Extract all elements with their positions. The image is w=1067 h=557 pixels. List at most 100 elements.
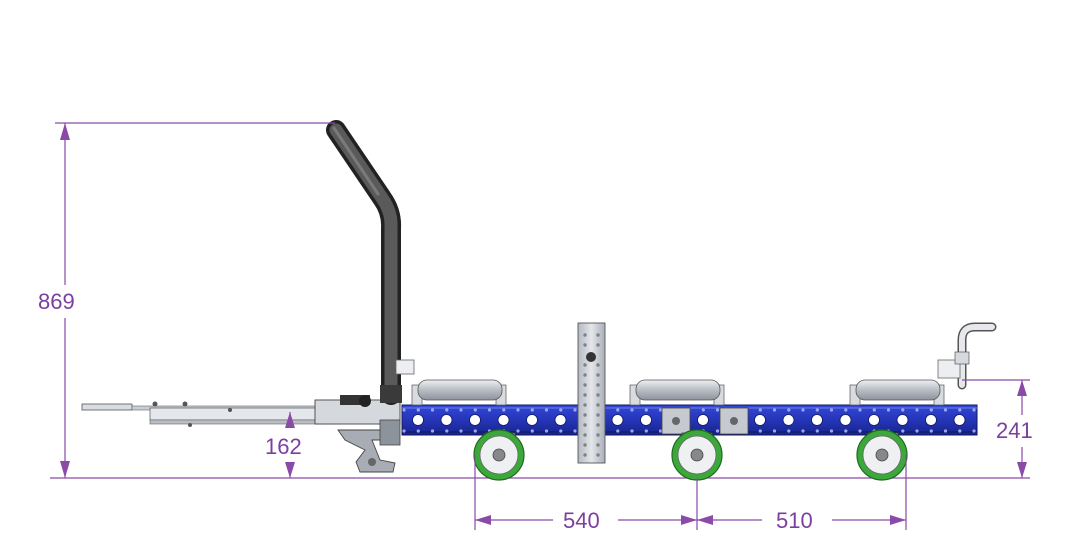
plate-hole <box>596 393 600 397</box>
frame-rivet <box>487 408 492 412</box>
frame-rivet <box>559 408 563 412</box>
frame-rivet <box>616 429 620 433</box>
roller-1 <box>411 379 507 406</box>
plate-hole <box>583 333 587 337</box>
plate-hole <box>583 423 587 427</box>
frame-rivet <box>502 408 506 412</box>
overall-height-label: 869 <box>38 289 75 314</box>
frame-rivet <box>416 429 420 433</box>
frame-rivet <box>644 408 648 412</box>
frame-rivet <box>943 429 948 433</box>
frame-rivet <box>958 429 962 433</box>
frame-rivet <box>858 408 862 412</box>
frame-hole <box>640 414 652 426</box>
frame-rivet <box>829 408 834 412</box>
frame-hole <box>754 414 766 426</box>
frame-rivet <box>829 429 834 433</box>
frame-rivet <box>901 429 905 433</box>
frame-rivet <box>772 408 777 412</box>
frame-hole <box>925 414 937 426</box>
frame-rivet <box>715 408 720 412</box>
plate-hole <box>583 393 587 397</box>
tow-bar-height-label: 162 <box>265 434 302 459</box>
frame-rivet <box>430 408 435 412</box>
center-plate <box>577 322 606 464</box>
frame-height-label: 241 <box>996 418 1033 443</box>
frame-rivet <box>844 408 848 412</box>
frame-rivet <box>858 429 862 433</box>
frame-hole <box>782 414 795 426</box>
plate-hole <box>596 433 600 437</box>
frame-rivet <box>972 429 976 433</box>
frame-hole <box>697 414 709 426</box>
plate-hole <box>596 363 600 367</box>
frame-rivet <box>758 408 762 412</box>
frame-rivet <box>516 408 520 412</box>
plate-hole <box>596 403 600 407</box>
plate-hole <box>596 423 600 427</box>
frame-hole <box>896 414 909 426</box>
frame-rivet <box>573 408 577 412</box>
frame-hole <box>811 414 823 426</box>
frame-rivet <box>787 429 791 433</box>
frame-rivet <box>530 408 534 412</box>
plate-hole <box>596 413 600 417</box>
dimension-overall-height: 869 <box>38 122 335 478</box>
frame-rivet <box>445 408 449 412</box>
plate-hole <box>583 453 587 457</box>
dimension-frame-height: 241 <box>962 379 1033 478</box>
rear-hook <box>937 322 997 390</box>
frame-rivet <box>630 408 634 412</box>
frame-rivet <box>701 408 705 412</box>
frame-rivet <box>815 429 819 433</box>
frame-rivet <box>544 429 549 433</box>
frame-hole <box>611 414 624 426</box>
wheel-front <box>473 429 525 481</box>
plate-hole <box>583 433 587 437</box>
frame-rivet <box>445 429 449 433</box>
plate-holes <box>583 333 600 457</box>
frame-rivet <box>915 408 919 412</box>
plate-hole <box>583 343 587 347</box>
frame-rivet <box>416 408 420 412</box>
frame-rivet <box>616 408 620 412</box>
frame-rivet <box>772 429 777 433</box>
frame-hole <box>554 414 567 426</box>
frame-rivet <box>715 429 720 433</box>
frame-rivet <box>872 408 876 412</box>
frame-rivet <box>886 408 891 412</box>
frame-hole <box>526 414 538 426</box>
frame-rivet <box>530 429 534 433</box>
frame-rivet <box>758 429 762 433</box>
wheelbase-front-label: 540 <box>563 508 600 533</box>
frame-rivet <box>402 429 406 433</box>
frame-rivet <box>544 408 549 412</box>
plate-hole <box>596 373 600 377</box>
plate-hole <box>596 383 600 387</box>
roller-3 <box>849 379 945 406</box>
push-handle <box>326 120 402 405</box>
frame-hole <box>953 414 966 426</box>
frame-rivet <box>559 429 563 433</box>
frame-rivet <box>929 429 933 433</box>
roller-2 <box>629 379 725 406</box>
frame-rivet <box>929 408 933 412</box>
frame-rivet <box>630 429 634 433</box>
frame-rivet <box>787 408 791 412</box>
frame-rivet <box>658 408 663 412</box>
plate-hole <box>596 343 600 347</box>
frame-rivet <box>459 408 463 412</box>
frame-rivet <box>915 429 919 433</box>
frame-hole <box>440 414 453 426</box>
frame-rivet <box>658 429 663 433</box>
plate-hole <box>596 443 600 447</box>
frame-rivet <box>573 429 577 433</box>
plate-hole <box>583 413 587 417</box>
frame-rivet <box>430 429 435 433</box>
wheel-middle <box>671 429 723 481</box>
frame-rivet <box>516 429 520 433</box>
plate-hole <box>596 333 600 337</box>
frame-rivet <box>844 429 848 433</box>
frame-hole <box>412 414 424 426</box>
